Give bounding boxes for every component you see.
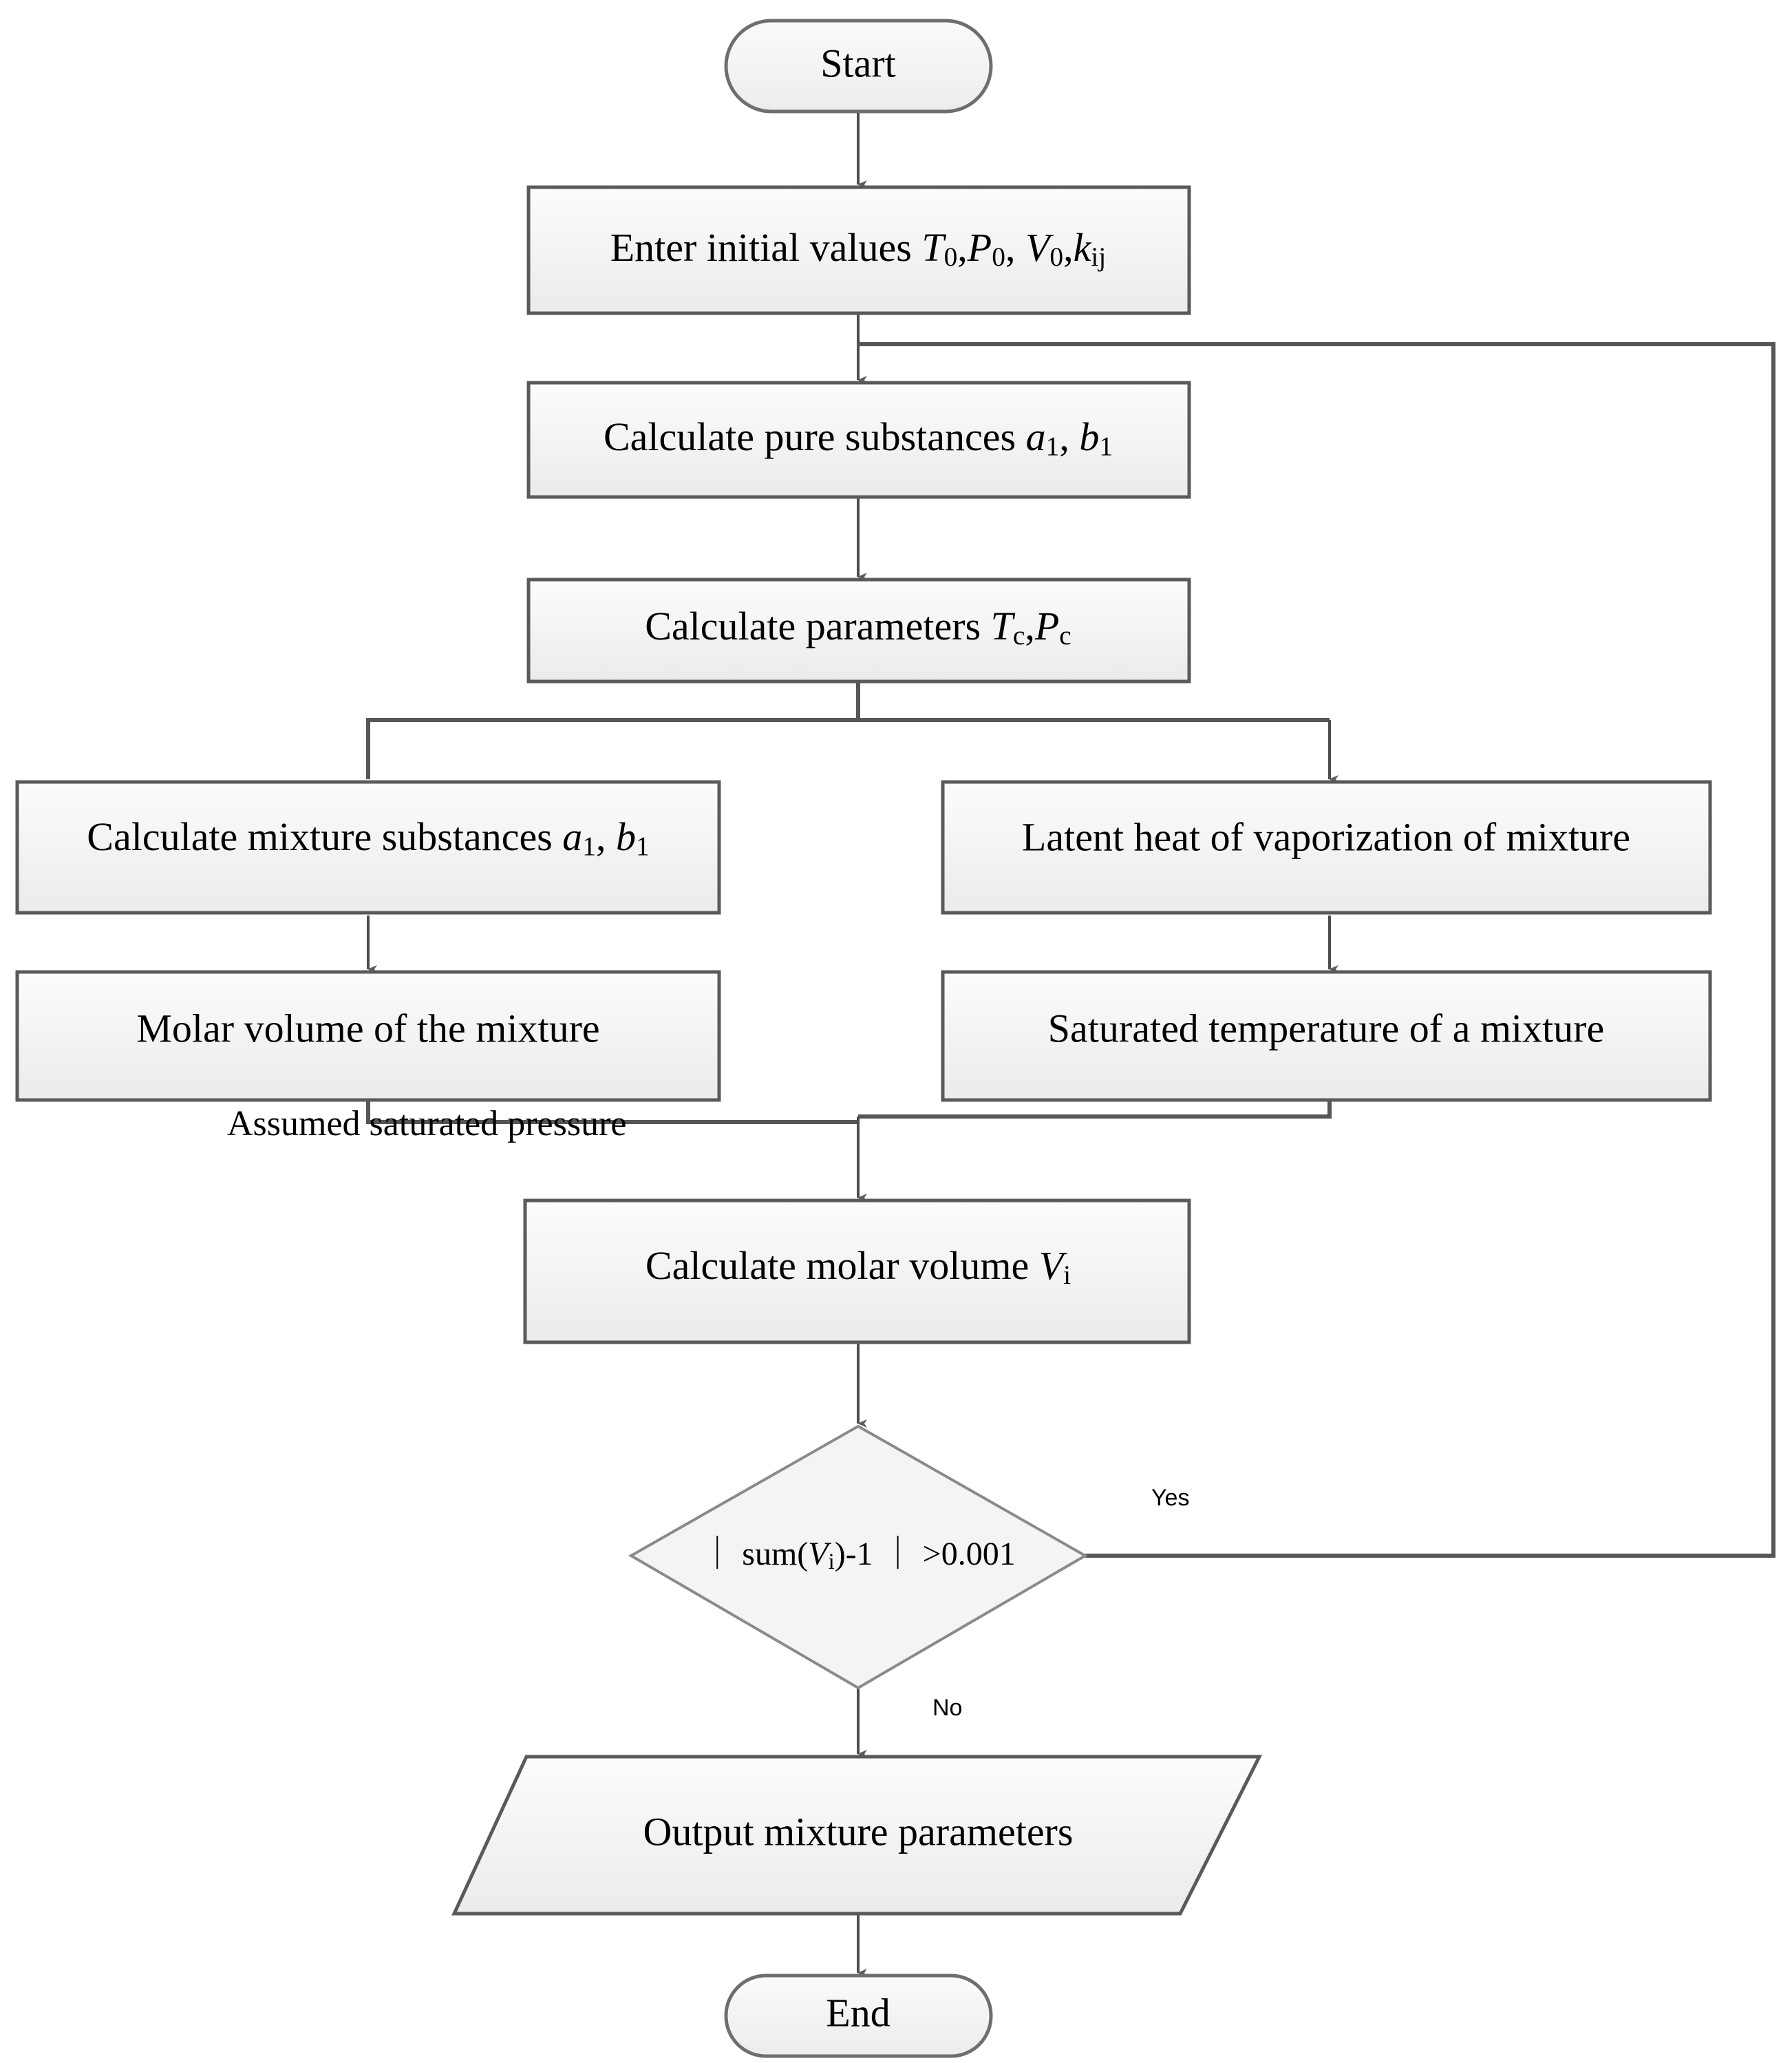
output-shape [451,1755,1263,1916]
molar-volume-label: Molar volume of the mixture [136,1006,599,1050]
assumed-saturated-pressure-label: Assumed saturated pressure [227,1104,627,1143]
node-calculate-pure-substances[interactable]: Calculate pure substances a1, b1 [526,381,1191,499]
connector-feedback-loop [858,342,1775,1558]
end-shape [724,1974,993,2058]
node-start[interactable]: Start [724,19,993,114]
decision-shape [628,1424,1089,1690]
node-enter-initial-values[interactable]: Enter initial values T0,P0, V0,kij [526,185,1191,315]
calc-molar-volume-shape [523,1198,1191,1344]
node-calculate-molar-volume[interactable]: Calculate molar volume Vi [523,1198,1191,1344]
enter-initial-label: Enter initial values T0,P0, V0,kij [610,225,1107,272]
calc-params-label: Calculate parameters Tc,Pc [645,604,1071,650]
node-decision-convergence-check[interactable]: ｜ sum(Vi)-1 ｜ >0.001 [628,1424,1089,1690]
edge-label-yes: Yes [1151,1485,1189,1511]
node-end[interactable]: End [724,1974,993,2058]
edge-label-no: No [932,1695,962,1721]
node-latent-heat-of-vaporization[interactable]: Latent heat of vaporization of mixture [941,780,1712,915]
calc-mixture-shape [15,780,721,915]
connector-molarvol-to-merge [366,1100,858,1124]
enter-initial-shape [526,185,1191,315]
start-label: Start [820,41,896,85]
connector-calcparams-to-bus [366,681,860,779]
latent-heat-label: Latent heat of vaporization of mixture [1022,814,1630,859]
calc-molar-volume-label: Calculate molar volume Vi [646,1243,1071,1290]
node-output-mixture-parameters[interactable]: Output mixture parameters [451,1755,1263,1916]
node-calculate-mixture-substances[interactable]: Calculate mixture substances a1, b1 [15,780,721,915]
node-calculate-parameters[interactable]: Calculate parameters Tc,Pc [526,578,1191,684]
decision-label: ｜ sum(Vi)-1 ｜ >0.001 [701,1536,1015,1574]
calc-pure-label: Calculate pure substances a1, b1 [604,414,1113,461]
saturated-temp-shape [941,970,1712,1102]
connector-sattemp-to-merge [858,1100,1332,1119]
node-saturated-temperature[interactable]: Saturated temperature of a mixture [941,970,1712,1102]
calc-pure-shape [526,381,1191,499]
end-label: End [826,1990,890,2035]
connector-group [366,112,1775,1977]
saturated-temp-label: Saturated temperature of a mixture [1048,1006,1604,1050]
calc-mixture-label: Calculate mixture substances a1, b1 [87,814,649,861]
output-label: Output mixture parameters [643,1809,1074,1854]
start-shape [724,19,993,114]
node-molar-volume-of-mixture[interactable]: Molar volume of the mixture [15,970,721,1102]
calc-params-shape [526,578,1191,684]
latent-heat-shape [941,780,1712,915]
molar-volume-shape [15,970,721,1102]
